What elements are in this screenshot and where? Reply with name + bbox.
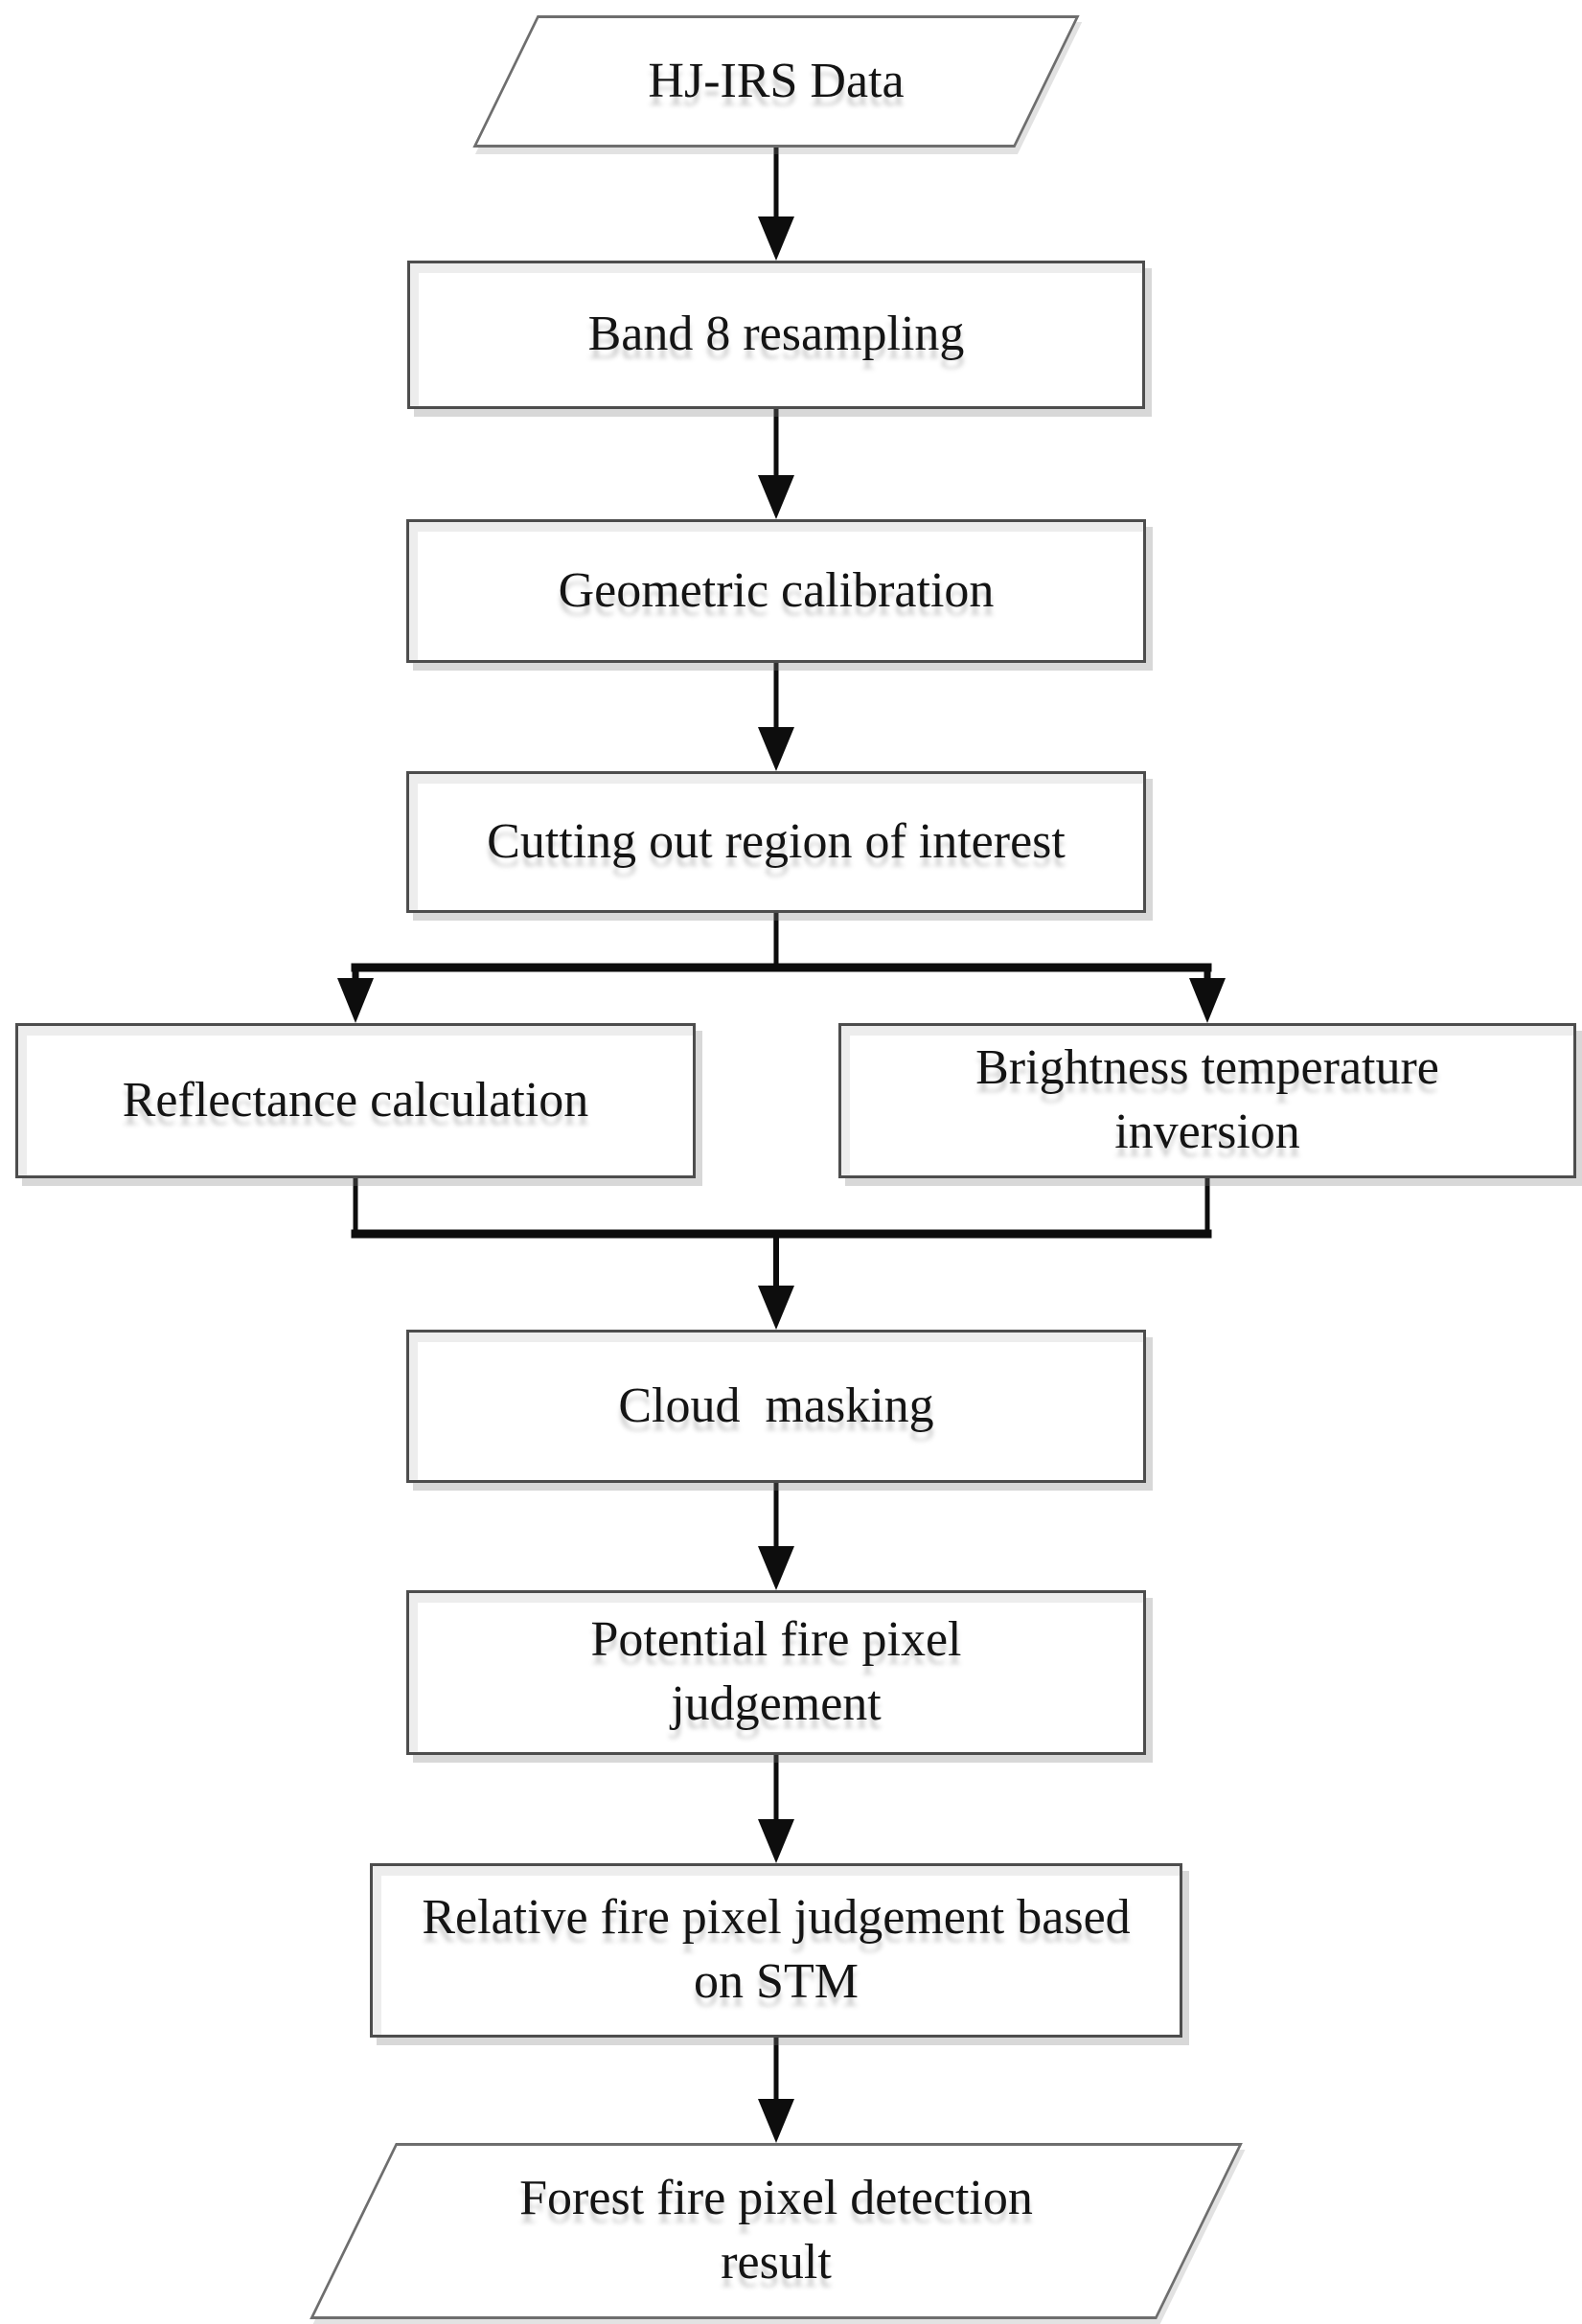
- node-band8-resampling: Band 8 resampling: [407, 261, 1145, 409]
- node-geometric-calibration: Geometric calibration: [406, 519, 1146, 663]
- node-result-label: Forest fire pixel detection result: [519, 2171, 1033, 2290]
- node-potential-fire-pixel-judgement: Potential fire pixel judgement: [406, 1590, 1146, 1755]
- connector-merge: [351, 1178, 1212, 1330]
- node-cutting-roi: Cutting out region of interest: [406, 771, 1146, 913]
- arrow-band8-to-geometric: [758, 409, 794, 519]
- connector-split: [337, 913, 1226, 1023]
- node-relative-fire-pixel-judgement: Relative fire pixel judgement based on S…: [370, 1863, 1182, 2038]
- node-reflectance-calculation: Reflectance calculation: [15, 1023, 696, 1178]
- node-relative-label: Relative fire pixel judgement based on S…: [422, 1890, 1143, 2009]
- node-band8-label: Band 8 resampling: [587, 307, 965, 362]
- arrow-geometric-to-cutting: [758, 663, 794, 771]
- node-cloud-masking: Cloud masking: [406, 1330, 1146, 1483]
- node-cutting-label: Cutting out region of interest: [487, 813, 1066, 869]
- node-potential-label: Potential fire pixel judgement: [590, 1612, 974, 1731]
- node-brightness-temperature-inversion: Brightness temperature inversion: [838, 1023, 1576, 1178]
- arrow-potential-to-relative: [758, 1755, 794, 1863]
- arrowhead-to-brightness: [1189, 978, 1226, 1023]
- node-reflectance-label: Reflectance calculation: [122, 1072, 589, 1128]
- arrow-relative-to-result: [758, 2038, 794, 2143]
- arrowhead-to-cloud: [758, 1286, 794, 1330]
- node-input-data: HJ-IRS Data: [472, 15, 1080, 148]
- node-brightness-label: Brightness temperature inversion: [975, 1040, 1452, 1159]
- arrow-cloud-to-potential: [758, 1483, 794, 1590]
- node-input-label: HJ-IRS Data: [648, 53, 905, 108]
- node-cloud-label: Cloud masking: [618, 1378, 934, 1433]
- node-geometric-label: Geometric calibration: [558, 562, 995, 618]
- node-result-output: Forest fire pixel detection result: [310, 2143, 1243, 2319]
- arrowhead-to-reflectance: [337, 978, 374, 1023]
- arrow-input-to-band8: [758, 146, 794, 261]
